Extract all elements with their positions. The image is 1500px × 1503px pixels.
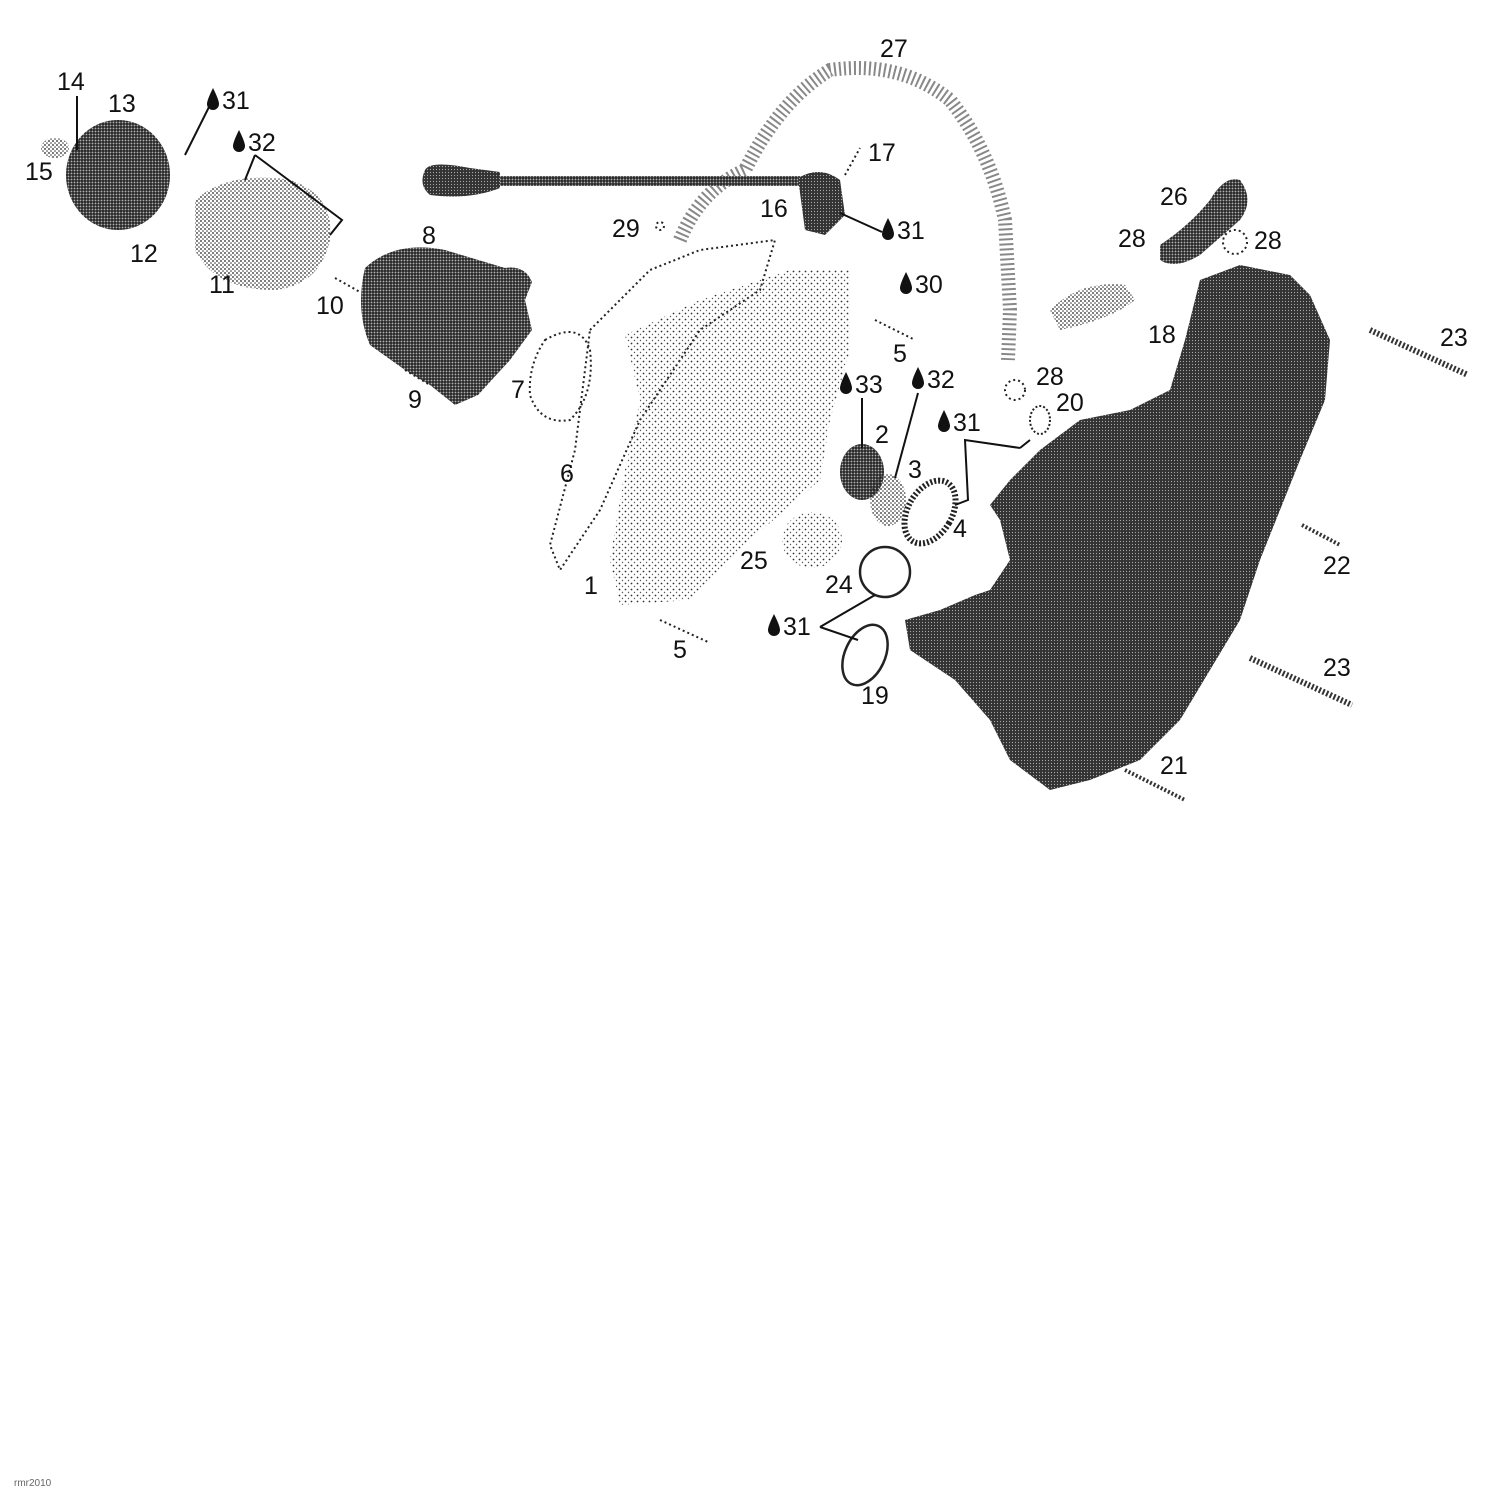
- part-8-starter-motor: [361, 247, 532, 405]
- part-24-ring: [858, 545, 912, 599]
- callout-23-upper: 23: [1440, 324, 1468, 352]
- lubricant-callout-31: 31: [953, 409, 981, 437]
- part-4-o-ring: [901, 477, 959, 547]
- callout-24: 24: [825, 571, 853, 599]
- part-13-cover: [66, 120, 170, 230]
- callout-19: 19: [861, 682, 889, 710]
- part-29-clip: [655, 221, 665, 231]
- part-6-seal: [548, 238, 777, 573]
- part-17-clamp: [844, 147, 861, 176]
- callout-2: 2: [875, 421, 889, 449]
- part-20-plug: [1029, 405, 1051, 435]
- callout-27: 27: [880, 35, 908, 63]
- callout-5-lower: 5: [673, 636, 687, 664]
- callout-12: 12: [130, 240, 158, 268]
- part-19-ring: [841, 623, 889, 687]
- lubricant-callout-31: 31: [783, 613, 811, 641]
- callout-5-upper: 5: [893, 340, 907, 368]
- lubricant-callout-32: 32: [927, 366, 955, 394]
- part-11-bearing-housing: [195, 177, 331, 290]
- callout-29: 29: [612, 215, 640, 243]
- callout-11: 11: [209, 271, 235, 299]
- leader-lines: [76, 96, 1031, 641]
- part-1-housing: [610, 270, 850, 605]
- lubricant-callout-32: 32: [248, 129, 276, 157]
- callout-9: 9: [408, 386, 422, 414]
- callout-26: 26: [1160, 183, 1188, 211]
- callout-15: 15: [25, 158, 53, 186]
- part-22-bolt: [1301, 523, 1341, 547]
- lubricant-callout-33: 33: [855, 371, 883, 399]
- callout-21: 21: [1160, 752, 1188, 780]
- lubricant-callout-31: 31: [222, 87, 250, 115]
- part-16-connector: [798, 171, 845, 235]
- lubricant-callout-31: 31: [897, 217, 925, 245]
- callout-14: 14: [57, 68, 85, 96]
- callout-1: 1: [584, 572, 598, 600]
- callout-8: 8: [422, 222, 436, 250]
- callout-28-b: 28: [1254, 227, 1282, 255]
- callout-10: 10: [316, 292, 344, 320]
- callout-4: 4: [953, 515, 967, 543]
- callout-28-a: 28: [1118, 225, 1146, 253]
- part-10-screw: [334, 277, 361, 293]
- callout-7: 7: [511, 376, 525, 404]
- callout-23-lower: 23: [1323, 654, 1351, 682]
- lubricant-drop-icon: [207, 88, 950, 636]
- callout-18: 18: [1148, 321, 1176, 349]
- part-28-washer: [1004, 229, 1248, 401]
- part-7-gasket: [528, 331, 592, 422]
- callout-20: 20: [1056, 389, 1084, 417]
- part-21-bolt: [1124, 768, 1186, 802]
- part-5-screw-lower: [659, 619, 709, 643]
- callout-28-c: 28: [1036, 363, 1064, 391]
- callout-17: 17: [868, 139, 896, 167]
- part-5-screw-upper: [874, 319, 916, 341]
- figure-code: rmr2010: [14, 1478, 52, 1489]
- part-23-bolt-upper: [1368, 327, 1470, 378]
- lubricant-callout-30: 30: [915, 271, 943, 299]
- callout-13: 13: [108, 90, 136, 118]
- callout-3: 3: [908, 456, 922, 484]
- part-15-bolt: [41, 138, 69, 158]
- callout-25: 25: [740, 547, 768, 575]
- part-cable: [422, 164, 800, 197]
- callout-22: 22: [1323, 552, 1351, 580]
- callout-16: 16: [760, 195, 788, 223]
- part-26-bracket: [1160, 179, 1248, 264]
- part-18-cover: [905, 265, 1330, 790]
- lubricant-callout-labels: 31 32 31 30 33 32 31 31: [222, 87, 981, 641]
- part-3-sleeve: [870, 474, 906, 526]
- part-25-cap: [782, 512, 842, 568]
- part-23-bolt-lower: [1248, 655, 1354, 708]
- callout-labels: 1 2 3 4 5 5 6 7 8 9 10 11 12 13 14 15 16…: [25, 35, 1468, 780]
- callout-6: 6: [560, 460, 574, 488]
